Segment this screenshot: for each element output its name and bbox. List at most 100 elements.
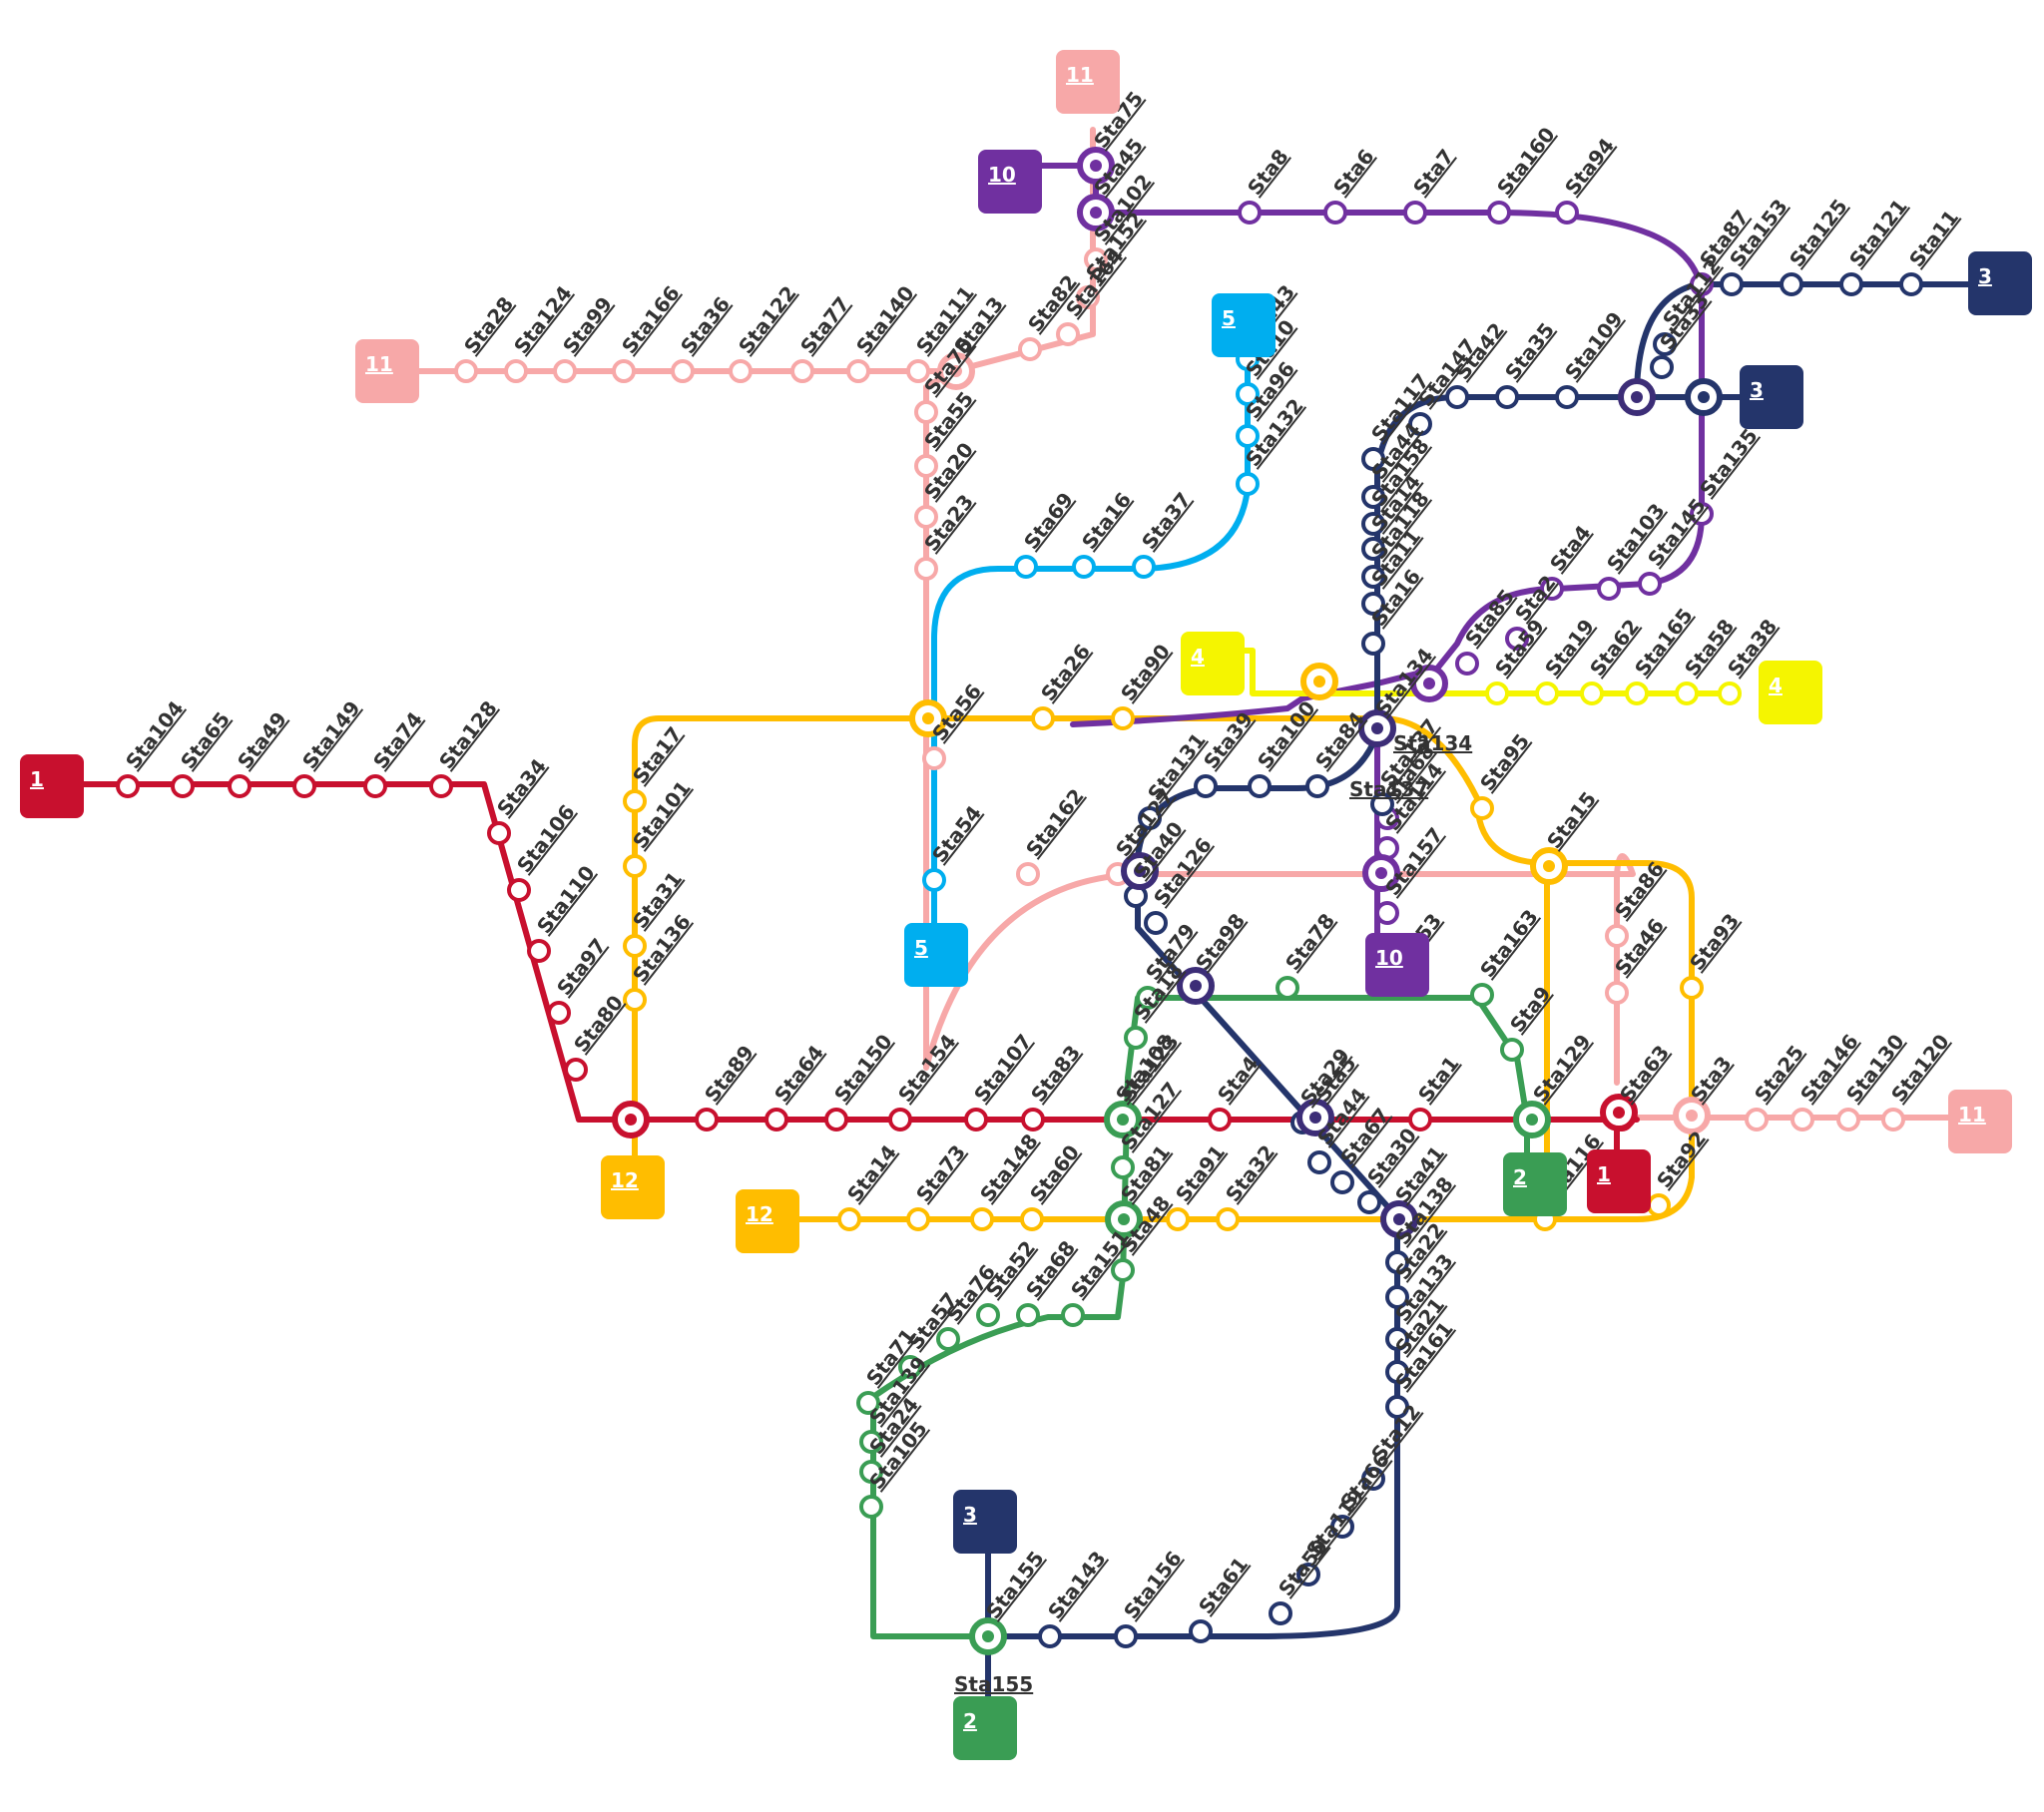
station-marker[interactable] (1500, 1038, 1524, 1062)
station-label[interactable]: Sta32 (1221, 1140, 1279, 1206)
station-label[interactable]: Sta129 (1528, 1030, 1596, 1107)
station-marker[interactable] (1580, 681, 1604, 705)
station-marker[interactable] (790, 359, 814, 383)
station-marker[interactable] (1056, 322, 1080, 346)
station-marker[interactable] (1276, 976, 1299, 1000)
station-marker[interactable] (1487, 201, 1511, 225)
station-marker[interactable] (454, 359, 478, 383)
station-marker[interactable] (1208, 1108, 1232, 1132)
station-marker[interactable] (1495, 385, 1519, 409)
station-label[interactable]: Sta69 (1019, 488, 1078, 554)
station-marker[interactable] (1625, 681, 1649, 705)
station-marker[interactable] (1385, 1250, 1409, 1274)
station-label[interactable]: Sta110 (532, 861, 600, 938)
station-label[interactable]: Sta80 (569, 991, 628, 1057)
terminal-badge-line-12[interactable] (736, 1189, 799, 1253)
terminal-badge-line-1[interactable] (1587, 1149, 1651, 1213)
station-label[interactable]: Sta83 (1026, 1041, 1085, 1107)
station-label[interactable]: Sta4 (1545, 521, 1596, 576)
station-label[interactable]: Sta35 (1500, 318, 1559, 384)
station-label[interactable]: Sta160 (1492, 123, 1560, 200)
station-marker[interactable] (1455, 652, 1479, 676)
station-label[interactable]: Sta98 (1191, 909, 1250, 975)
station-marker[interactable] (1385, 1327, 1409, 1351)
station-marker[interactable] (859, 1460, 883, 1484)
station-marker[interactable] (1238, 201, 1262, 225)
station-marker[interactable] (1361, 565, 1385, 589)
station-label[interactable]: Sta37 (1137, 488, 1196, 554)
terminal-badge-line-4[interactable] (1181, 632, 1245, 695)
station-marker[interactable] (1540, 577, 1564, 601)
station-marker[interactable] (1018, 337, 1042, 361)
station-label[interactable]: Sta135 (1695, 424, 1763, 501)
station-label[interactable]: Sta74 (368, 707, 427, 773)
station-label[interactable]: Sta91 (1171, 1140, 1230, 1206)
station-marker[interactable] (1720, 272, 1744, 296)
station-label[interactable]: Sta34 (492, 754, 551, 820)
terminal-badge-line-10[interactable] (1365, 933, 1429, 997)
terminal-badge-line-12[interactable] (601, 1155, 665, 1219)
station-label[interactable]: Sta89 (700, 1041, 759, 1107)
station-label[interactable]: Sta97 (552, 934, 611, 1000)
station-marker[interactable] (1361, 537, 1385, 561)
station-label[interactable]: Sta143 (1043, 1547, 1111, 1623)
station-marker[interactable] (612, 359, 636, 383)
station-marker[interactable] (1307, 1150, 1331, 1174)
station-label[interactable]: Sta73 (911, 1140, 970, 1206)
station-marker[interactable] (564, 1058, 588, 1082)
station-marker[interactable] (1111, 1155, 1135, 1179)
terminal-badge-line-11[interactable] (1948, 1090, 2012, 1153)
station-marker[interactable] (837, 1207, 861, 1231)
station-marker[interactable] (859, 1495, 883, 1519)
station-marker[interactable] (1370, 792, 1394, 816)
station-label-flat[interactable]: Sta137 (1349, 777, 1428, 801)
station-label[interactable]: Sta122 (734, 281, 801, 358)
station-marker[interactable] (623, 854, 647, 878)
station-marker[interactable] (1021, 1108, 1045, 1132)
station-marker[interactable] (1330, 1170, 1354, 1194)
station-marker[interactable] (623, 789, 647, 813)
station-marker[interactable] (936, 1327, 960, 1351)
station-marker[interactable] (1718, 681, 1742, 705)
station-marker[interactable] (1136, 986, 1160, 1010)
station-marker[interactable] (1385, 1360, 1409, 1384)
station-marker[interactable] (1605, 924, 1629, 948)
station-marker[interactable] (1653, 332, 1677, 356)
station-marker[interactable] (765, 1108, 788, 1132)
station-marker[interactable] (970, 1207, 994, 1231)
station-marker[interactable] (1236, 472, 1260, 496)
station-marker[interactable] (1361, 632, 1385, 656)
station-marker[interactable] (1675, 681, 1699, 705)
station-label[interactable]: Sta92 (1652, 1127, 1711, 1192)
station-label[interactable]: Sta90 (1116, 640, 1175, 705)
terminal-badge-line-11[interactable] (355, 339, 419, 403)
station-marker[interactable] (1216, 1207, 1240, 1231)
station-marker[interactable] (846, 359, 870, 383)
station-label[interactable]: Sta14 (842, 1140, 901, 1206)
station-marker[interactable] (1375, 901, 1399, 925)
station-marker[interactable] (898, 1355, 922, 1379)
terminal-badge-line-3[interactable] (1968, 251, 2032, 315)
station-marker[interactable] (487, 821, 511, 845)
station-marker[interactable] (363, 774, 387, 798)
station-label[interactable]: Sta64 (769, 1041, 828, 1107)
station-marker[interactable] (1072, 555, 1096, 579)
station-label[interactable]: Sta61 (1194, 1553, 1253, 1618)
station-marker[interactable] (1647, 1193, 1671, 1217)
station-marker[interactable] (888, 1108, 912, 1132)
station-marker[interactable] (1680, 976, 1704, 1000)
station-marker[interactable] (906, 1207, 930, 1231)
terminal-badge-line-2[interactable] (953, 1696, 1017, 1760)
station-marker[interactable] (671, 359, 695, 383)
station-label[interactable]: Sta63 (1615, 1041, 1674, 1107)
station-marker[interactable] (1899, 272, 1923, 296)
station-label[interactable]: Sta49 (233, 707, 291, 773)
station-label[interactable]: Sta101 (628, 776, 696, 853)
station-marker[interactable] (964, 1108, 988, 1132)
station-marker[interactable] (1839, 272, 1863, 296)
station-marker[interactable] (504, 359, 528, 383)
station-marker[interactable] (1084, 247, 1108, 271)
station-marker[interactable] (1690, 272, 1714, 296)
station-label[interactable]: Sta156 (1119, 1547, 1187, 1623)
station-marker[interactable] (976, 1303, 1000, 1327)
